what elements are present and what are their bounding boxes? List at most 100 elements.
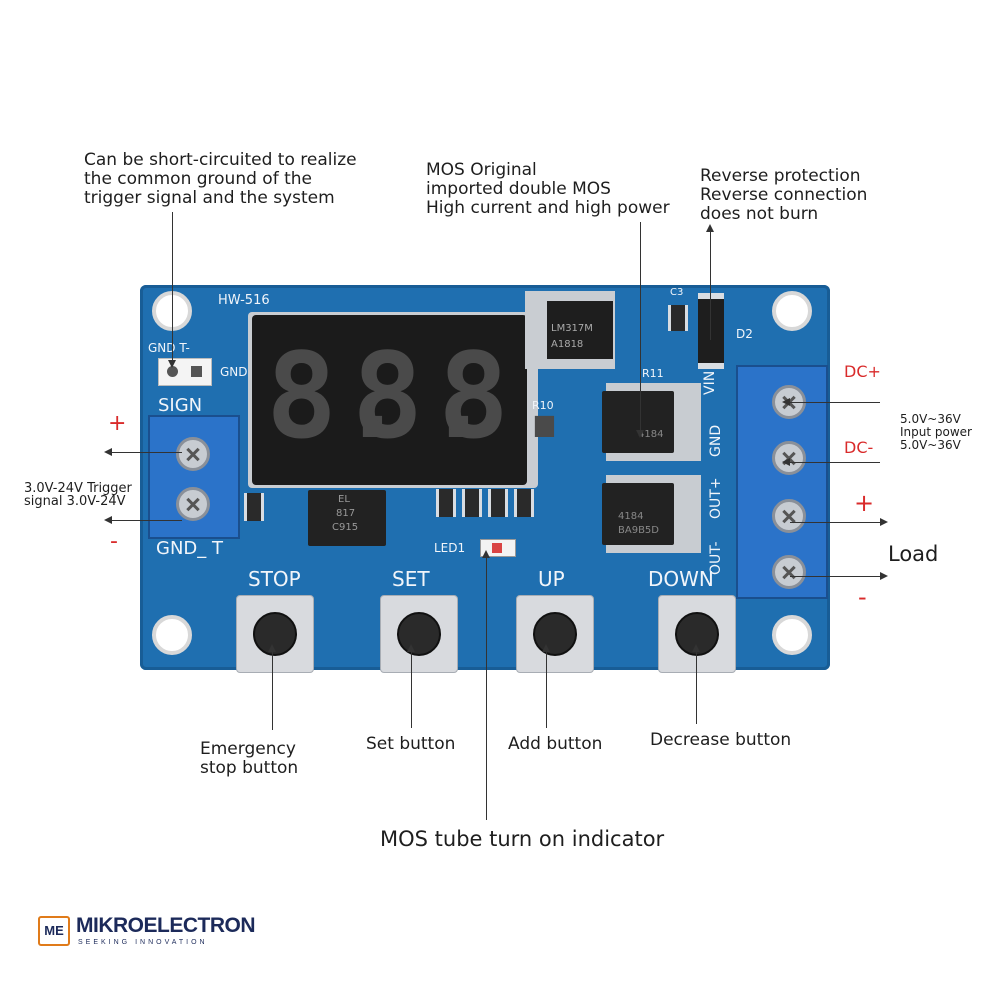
resistor-3 [488, 489, 508, 517]
input-power-note-line-1: 5.0V~36V [900, 412, 961, 426]
regulator-chip: LM317M A1818 [525, 291, 615, 369]
resistor-4 [514, 489, 534, 517]
out-minus-screw [772, 555, 806, 589]
add-button-label: Add button [508, 734, 603, 754]
opto-text-3: C915 [332, 522, 359, 533]
silk-r11: R11 [642, 367, 664, 380]
input-power-note-line-3: 5.0V~36V [900, 438, 961, 452]
load-minus-arrow [880, 572, 888, 580]
jumper-header [158, 358, 212, 386]
ground-note-line-1: Can be short-circuited to realize [84, 150, 357, 170]
decrease-arrow [692, 644, 700, 652]
set-button-cap[interactable] [397, 612, 441, 656]
load-label: Load [888, 542, 939, 566]
mos-note: MOS Original imported double MOS High cu… [426, 161, 670, 218]
reverse-note-line-1: Reverse protection [700, 166, 861, 186]
mount-hole-top-right [772, 291, 812, 331]
load-minus-leader [790, 576, 880, 577]
capacitor-c3 [668, 305, 688, 331]
mos-note-line-3: High current and high power [426, 198, 670, 218]
optocoupler: EL 817 C915 [308, 490, 386, 546]
down-label: DOWN [648, 567, 714, 591]
decrease-leader [696, 650, 697, 724]
emergency-stop-line-1: Emergency [200, 739, 296, 759]
regulator-text-1: LM317M [551, 323, 593, 334]
dc-minus-leader [790, 462, 880, 463]
mos-indicator-label: MOS tube turn on indicator [380, 827, 665, 851]
trigger-note: 3.0V-24V Trigger signal 3.0V-24V [24, 482, 132, 508]
set-label: SET [392, 567, 430, 591]
display-digit-3: 8. [438, 327, 581, 465]
silk-c3: C3 [670, 287, 684, 298]
resistor-5 [244, 493, 264, 521]
silk-gnd-t: GND T- [148, 341, 190, 355]
ground-note: Can be short-circuited to realize the co… [84, 151, 357, 208]
ground-note-arrow [168, 360, 176, 368]
resistor-1 [436, 489, 456, 517]
trigger-terminal-block [148, 415, 240, 539]
trigger-leader-plus [112, 452, 182, 453]
trigger-note-line-1: 3.0V-24V Trigger [24, 481, 132, 496]
mosfet-2: 4184 BA9B5D [602, 483, 674, 545]
reverse-note: Reverse protection Reverse connection do… [700, 167, 867, 224]
load-plus-arrow [880, 518, 888, 526]
ground-note-line-2: the common ground of the [84, 169, 312, 189]
regulator-text-2: A1818 [551, 339, 584, 350]
dc-plus-leader [790, 402, 880, 403]
decrease-button-label: Decrease button [650, 730, 792, 750]
set-leader [411, 650, 412, 728]
display-digit-2: 8. [352, 327, 495, 465]
dc-plus-arrow [782, 398, 790, 406]
emergency-stop-label: Emergency stop button [200, 740, 298, 778]
reverse-note-line-3: does not burn [700, 204, 819, 224]
reverse-note-leader [710, 230, 711, 340]
up-button[interactable] [516, 595, 594, 673]
load-plus: + [854, 489, 875, 517]
up-label: UP [538, 567, 565, 591]
silk-gnd: GND [220, 365, 248, 379]
board-model-label: HW-516 [218, 293, 270, 308]
down-button[interactable] [658, 595, 736, 673]
dc-minus-arrow [782, 458, 790, 466]
input-power-note-line-2: Input power [900, 425, 972, 439]
reverse-note-line-2: Reverse connection [700, 185, 868, 205]
load-minus: - [858, 583, 867, 611]
add-leader [546, 650, 547, 728]
seven-segment-display: 8. 8. 8. [252, 315, 581, 485]
trigger-arrow-plus [104, 448, 112, 456]
sign-plus: + [108, 411, 127, 436]
dc-plus-label: DC+ [844, 362, 881, 381]
down-button-cap[interactable] [675, 612, 719, 656]
input-power-note: 5.0V~36V Input power 5.0V~36V [900, 413, 972, 452]
add-arrow [542, 644, 550, 652]
mos-note-line-1: MOS Original [426, 160, 537, 180]
set-button[interactable] [380, 595, 458, 673]
brand-badge: ME [38, 916, 70, 946]
mos-indicator-arrow [482, 550, 490, 558]
silk-gnd-t-bottom: GND_ T [156, 538, 223, 559]
mosfet-1-text: 4184 [638, 429, 664, 440]
pcb-board: HW-516 GND T- GND SIGN GND_ T 8. 8. 8. L… [140, 285, 830, 673]
mos-note-leader [640, 222, 641, 432]
silk-led1: LED1 [434, 541, 466, 555]
reverse-note-arrow [706, 224, 714, 232]
stop-leader [272, 650, 273, 730]
brand-tagline: SEEKING INNOVATION [78, 939, 208, 946]
mos-note-line-2: imported double MOS [426, 179, 611, 199]
trigger-arrow-minus [104, 516, 112, 524]
up-button-cap[interactable] [533, 612, 577, 656]
stop-button[interactable] [236, 595, 314, 673]
set-arrow [407, 644, 415, 652]
trigger-screw-plus [176, 437, 210, 471]
brand-name: MIKROELECTRON [76, 914, 256, 937]
stop-label: STOP [248, 567, 301, 591]
diode-d2 [698, 293, 724, 369]
opto-text-1: EL [338, 494, 350, 505]
silk-out-plus: OUT+ [708, 477, 724, 519]
silk-vin: VIN [702, 370, 718, 395]
silk-d2: D2 [736, 327, 753, 341]
mount-hole-bottom-right [772, 615, 812, 655]
out-plus-screw [772, 499, 806, 533]
mos-note-arrow [636, 430, 644, 438]
opto-text-2: 817 [336, 508, 356, 519]
